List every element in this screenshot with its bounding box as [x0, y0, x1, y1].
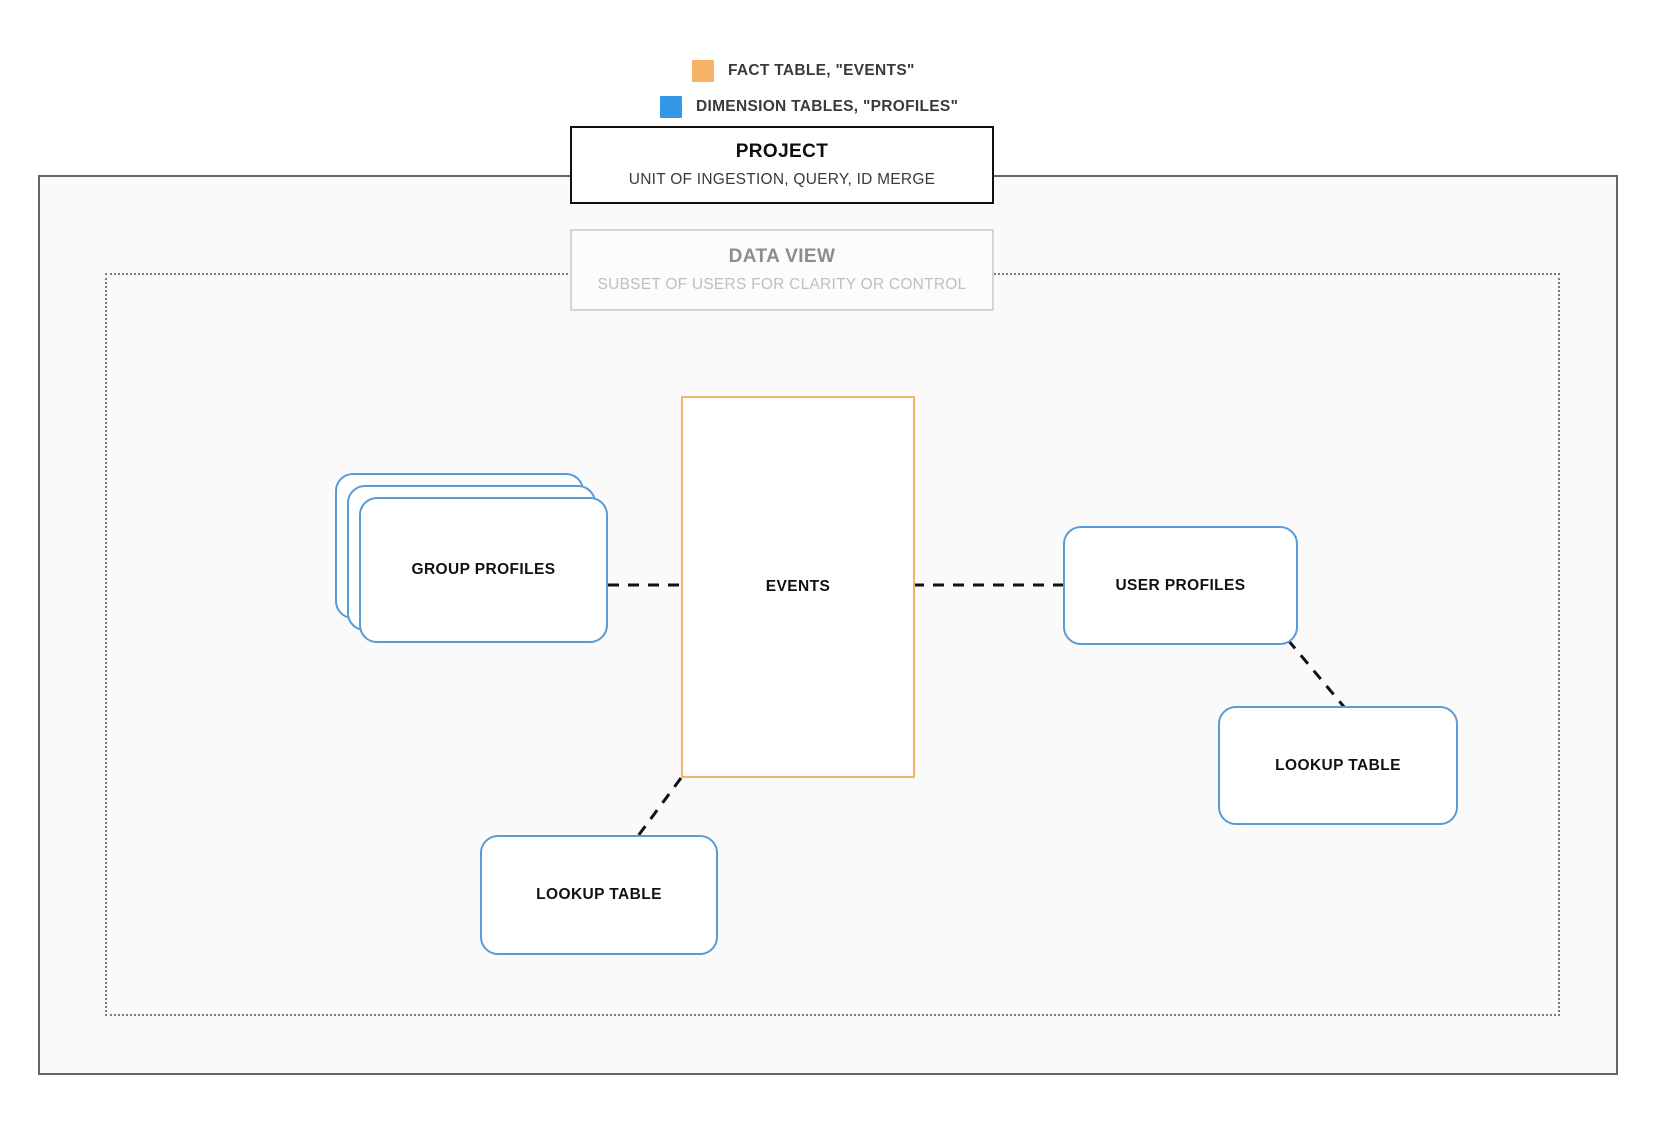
node-user-profiles-label: USER PROFILES: [1115, 576, 1246, 594]
node-group-profiles-label: GROUP PROFILES: [411, 561, 556, 578]
node-lookup-table-right-label: LOOKUP TABLE: [1275, 756, 1401, 774]
node-group-profiles[interactable]: GROUP PROFILES: [335, 473, 608, 643]
data-view-subtitle: SUBSET OF USERS FOR CLARITY OR CONTROL: [597, 276, 967, 294]
project-title: PROJECT: [735, 140, 829, 162]
data-view-title: DATA VIEW: [728, 245, 836, 267]
node-lookup-table-left-label: LOOKUP TABLE: [536, 886, 662, 903]
square-swatch-icon: [692, 60, 714, 82]
project-label-box: PROJECT UNIT OF INGESTION, QUERY, ID MER…: [570, 126, 994, 204]
project-subtitle: UNIT OF INGESTION, QUERY, ID MERGE: [628, 171, 936, 189]
node-user-profiles[interactable]: USER PROFILES: [1063, 526, 1298, 645]
legend-item-dimension-tables: DIMENSION TABLES, "PROFILES": [660, 96, 958, 118]
legend-item-fact-table: FACT TABLE, "EVENTS": [692, 60, 915, 82]
node-events-label: EVENTS: [765, 578, 831, 595]
node-events[interactable]: EVENTS: [681, 396, 915, 778]
node-lookup-table-left[interactable]: LOOKUP TABLE: [480, 835, 718, 955]
square-swatch-icon: [660, 96, 682, 118]
legend-label-fact-table: FACT TABLE, "EVENTS": [728, 62, 915, 79]
node-group-profiles-card-front[interactable]: GROUP PROFILES: [359, 497, 608, 643]
legend: FACT TABLE, "EVENTS" DIMENSION TABLES, "…: [0, 26, 1664, 118]
node-lookup-table-right[interactable]: LOOKUP TABLE: [1218, 706, 1458, 825]
data-view-label-box: DATA VIEW SUBSET OF USERS FOR CLARITY OR…: [570, 229, 994, 311]
legend-label-dimension-tables: DIMENSION TABLES, "PROFILES": [696, 98, 959, 115]
